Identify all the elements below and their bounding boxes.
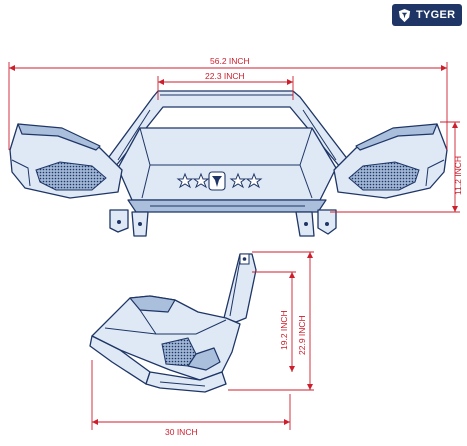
front-height-label: 11.2 INCH: [453, 156, 463, 195]
center-width-label: 22.3 INCH: [205, 71, 245, 81]
side-view-bumper: [89, 253, 257, 393]
overall-width-label: 56.2 INCH: [210, 56, 250, 66]
right-mesh-insert: [348, 161, 420, 191]
side-inner-height-label: 19.2 INCH: [279, 310, 289, 350]
brand-name: TYGER: [416, 9, 456, 21]
front-dimensions: [8, 62, 460, 213]
depth-label: 30 INCH: [165, 427, 198, 437]
side-outer-height-label: 22.9 INCH: [297, 315, 307, 355]
tyger-shield-icon: [398, 8, 411, 22]
side-dimensions: [91, 251, 314, 430]
decorative-stars: [176, 172, 263, 189]
left-mesh-insert: [35, 161, 107, 191]
front-view-bumper: [9, 90, 448, 237]
brand-badge: TYGER: [392, 4, 462, 26]
